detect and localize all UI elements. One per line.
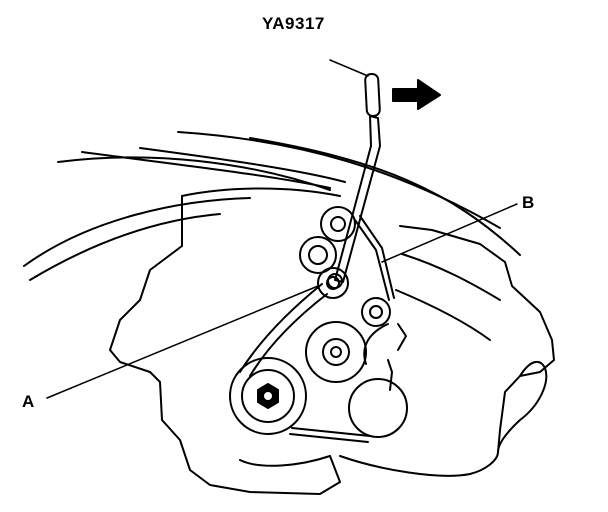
leader-lines xyxy=(46,59,518,399)
pulleys xyxy=(229,206,408,438)
alternator-pulley xyxy=(305,321,367,383)
idler-pulley-left xyxy=(299,236,337,274)
callout-b-label: B xyxy=(522,193,535,212)
tool-number-label: YA9317 xyxy=(262,14,325,33)
idler-pulley-top xyxy=(320,206,356,242)
push-arrow xyxy=(392,79,441,110)
callout-a-label: A xyxy=(22,392,35,411)
hood-lines xyxy=(23,131,521,281)
small-idler-pulley xyxy=(361,297,391,327)
drive-belt xyxy=(239,215,395,443)
ac-compressor-pulley xyxy=(348,378,408,438)
engine-outline xyxy=(109,187,555,495)
tensioner-pulley xyxy=(317,267,349,299)
crankshaft-pulley xyxy=(229,357,307,435)
